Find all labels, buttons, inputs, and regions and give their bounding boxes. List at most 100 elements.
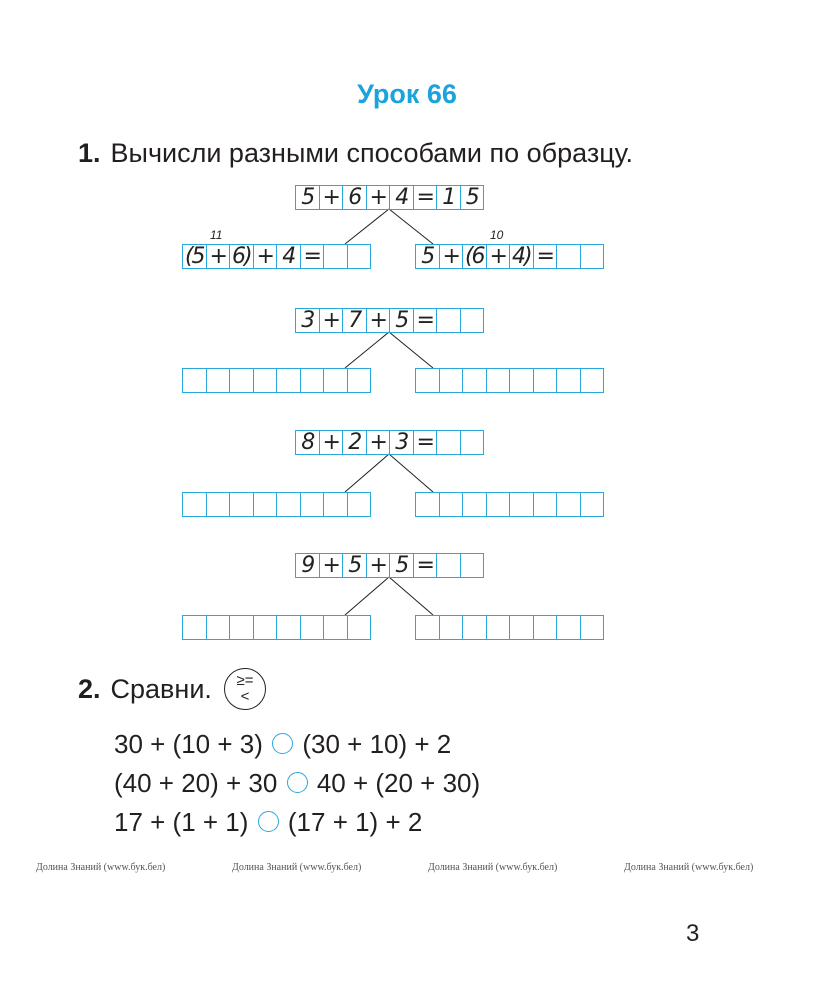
- answer-cell[interactable]: [532, 368, 557, 393]
- right-solution-row: [415, 368, 604, 393]
- answer-cell: =: [412, 553, 437, 578]
- branch-line: [388, 453, 434, 493]
- answer-cell[interactable]: [299, 368, 324, 393]
- answer-cell[interactable]: [276, 615, 301, 640]
- answer-cell[interactable]: [459, 430, 484, 455]
- answer-cell[interactable]: [436, 430, 461, 455]
- answer-cell: 5: [389, 553, 414, 578]
- answer-cell[interactable]: [182, 615, 207, 640]
- answer-cell[interactable]: [436, 308, 461, 333]
- compare-row: 17 + (1 + 1) (17 + 1) + 2: [114, 807, 422, 837]
- answer-cell: (5: [182, 244, 207, 269]
- answer-cell: 5: [342, 553, 367, 578]
- answer-cell[interactable]: [346, 615, 371, 640]
- answer-cell[interactable]: [346, 492, 371, 517]
- answer-cell[interactable]: [532, 492, 557, 517]
- answer-cell[interactable]: [438, 492, 463, 517]
- answer-cell[interactable]: [556, 615, 581, 640]
- answer-cell: 3: [295, 308, 320, 333]
- answer-cell[interactable]: [323, 368, 348, 393]
- answer-cell[interactable]: [276, 492, 301, 517]
- answer-cell[interactable]: [556, 492, 581, 517]
- answer-cell[interactable]: [438, 615, 463, 640]
- answer-cell: 5: [295, 185, 320, 210]
- compare-row: 30 + (10 + 3) (30 + 10) + 2: [114, 729, 451, 759]
- answer-cell: =: [412, 430, 437, 455]
- answer-cell[interactable]: [323, 615, 348, 640]
- compare-signs-icon: ≥=<: [224, 668, 266, 710]
- answer-cell[interactable]: [462, 368, 487, 393]
- answer-cell[interactable]: [415, 368, 440, 393]
- answer-cell[interactable]: [579, 615, 604, 640]
- answer-cell[interactable]: [182, 368, 207, 393]
- answer-cell: =: [412, 308, 437, 333]
- branch-line: [388, 331, 434, 369]
- right-solution-row: [415, 492, 604, 517]
- answer-cell: 4): [509, 244, 534, 269]
- answer-cell[interactable]: [229, 492, 254, 517]
- answer-cell[interactable]: [438, 368, 463, 393]
- answer-cell[interactable]: [252, 492, 277, 517]
- answer-cell[interactable]: [485, 368, 510, 393]
- answer-cell[interactable]: [229, 615, 254, 640]
- answer-cell[interactable]: [556, 368, 581, 393]
- expression-row: 8+2+3=: [295, 430, 484, 455]
- answer-cell[interactable]: [459, 308, 484, 333]
- answer-cell[interactable]: [509, 615, 534, 640]
- answer-cell: 9: [295, 553, 320, 578]
- answer-cell[interactable]: [579, 368, 604, 393]
- answer-cell: 3: [389, 430, 414, 455]
- answer-cell[interactable]: [509, 368, 534, 393]
- answer-cell: =: [299, 244, 324, 269]
- branch-line: [344, 453, 390, 493]
- answer-cell: 8: [295, 430, 320, 455]
- answer-cell[interactable]: [182, 492, 207, 517]
- compare-row: (40 + 20) + 30 40 + (20 + 30): [114, 768, 480, 798]
- answer-cell[interactable]: [436, 553, 461, 578]
- answer-cell[interactable]: [346, 368, 371, 393]
- answer-cell[interactable]: [579, 492, 604, 517]
- task-number: 2.: [78, 674, 101, 704]
- answer-cell[interactable]: [299, 615, 324, 640]
- answer-cell[interactable]: [323, 244, 348, 269]
- answer-cell[interactable]: [205, 492, 230, 517]
- task-2-heading: 2.Сравни.: [78, 673, 212, 705]
- answer-cell[interactable]: [462, 492, 487, 517]
- watermark-text: Долина Знаний (www.бук.бел): [36, 862, 166, 873]
- intermediate-sum: 10: [490, 228, 504, 242]
- answer-cell[interactable]: [205, 368, 230, 393]
- answer-circle[interactable]: [257, 811, 279, 832]
- answer-cell[interactable]: [323, 492, 348, 517]
- answer-cell[interactable]: [509, 492, 534, 517]
- answer-cell[interactable]: [252, 615, 277, 640]
- answer-cell[interactable]: [579, 244, 604, 269]
- answer-cell: +: [365, 185, 390, 210]
- left-solution-row: (5+6)+4=: [182, 244, 371, 269]
- answer-cell[interactable]: [532, 615, 557, 640]
- answer-cell[interactable]: [462, 615, 487, 640]
- answer-cell[interactable]: [346, 244, 371, 269]
- left-expression: 17 + (1 + 1): [114, 807, 249, 837]
- answer-cell[interactable]: [276, 368, 301, 393]
- branch-line: [388, 576, 434, 616]
- answer-cell[interactable]: [205, 615, 230, 640]
- answer-cell[interactable]: [229, 368, 254, 393]
- answer-cell[interactable]: [556, 244, 581, 269]
- answer-cell: 6): [229, 244, 254, 269]
- answer-cell[interactable]: [299, 492, 324, 517]
- answer-cell: +: [318, 308, 343, 333]
- branch-line: [344, 331, 390, 369]
- answer-cell[interactable]: [485, 615, 510, 640]
- answer-cell[interactable]: [415, 492, 440, 517]
- answer-cell[interactable]: [415, 615, 440, 640]
- expression-row: 3+7+5=: [295, 308, 484, 333]
- answer-circle[interactable]: [272, 733, 294, 754]
- watermark-text: Долина Знаний (www.бук.бел): [428, 862, 558, 873]
- answer-cell[interactable]: [459, 553, 484, 578]
- answer-cell: 4: [276, 244, 301, 269]
- page-number: 3: [686, 920, 700, 947]
- answer-cell[interactable]: [485, 492, 510, 517]
- answer-circle[interactable]: [286, 772, 308, 793]
- answer-cell[interactable]: [252, 368, 277, 393]
